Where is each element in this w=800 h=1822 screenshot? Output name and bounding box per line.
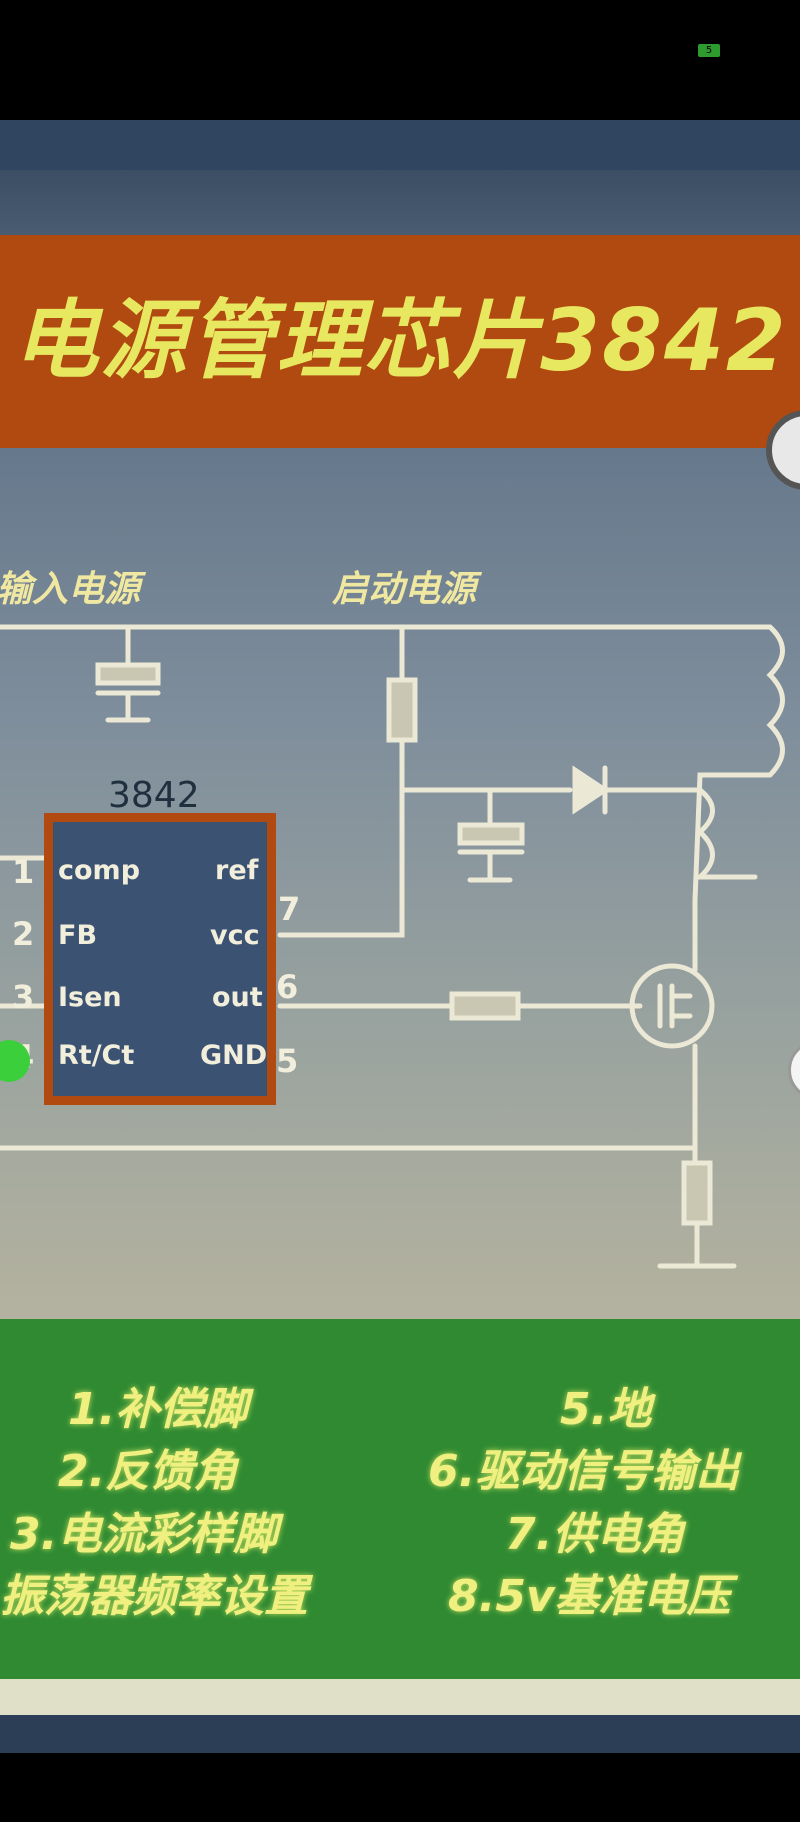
video-bottom-band bbox=[0, 1715, 800, 1753]
pin-label-fb: FB bbox=[58, 920, 98, 951]
navigation-bar bbox=[0, 1753, 800, 1822]
pin-number-7: 7 bbox=[278, 890, 301, 928]
title-banner bbox=[0, 235, 800, 448]
pin-label-rtct: Rt/Ct bbox=[58, 1040, 135, 1071]
input-cap-ground bbox=[95, 690, 161, 723]
aux-cap-ground bbox=[457, 849, 525, 883]
input-power-label: 输入电源 bbox=[0, 569, 141, 610]
legend-right-1: 5.地 bbox=[560, 1384, 652, 1435]
pin-number-3: 3 bbox=[12, 978, 35, 1016]
transformer-primary bbox=[766, 624, 785, 778]
video-frame[interactable]: 电源管理芯片3842 bbox=[0, 120, 800, 1753]
status-bar: 5 bbox=[0, 0, 800, 120]
aux-capacitor bbox=[457, 822, 525, 846]
chip-name: 3842 bbox=[108, 775, 200, 816]
pin-number-2: 2 bbox=[12, 915, 35, 953]
gate-resistor bbox=[449, 991, 521, 1021]
pin-number-6: 6 bbox=[276, 968, 299, 1006]
video-title: 电源管理芯片3842 bbox=[12, 291, 788, 391]
video-top-band bbox=[0, 120, 800, 170]
transformer-aux bbox=[693, 787, 758, 880]
pin-label-comp: comp bbox=[58, 855, 141, 886]
startup-wire bbox=[277, 624, 405, 938]
legend-left-2: 2.反馈角 bbox=[58, 1446, 238, 1497]
ground-wire bbox=[657, 1220, 737, 1269]
diode-icon bbox=[572, 765, 610, 815]
pin-number-5: 5 bbox=[276, 1042, 299, 1080]
sense-resistor bbox=[681, 1160, 713, 1226]
pin-label-vcc: vcc bbox=[210, 920, 260, 951]
drain-wire bbox=[692, 772, 773, 973]
chip-3842 bbox=[44, 813, 276, 1105]
legend-left-3: 3.电流彩样脚 bbox=[10, 1509, 278, 1560]
startup-resistor bbox=[386, 677, 418, 743]
legend-left-1: 1.补偿脚 bbox=[68, 1384, 248, 1435]
pin-label-isen: Isen bbox=[58, 982, 122, 1013]
mosfet-icon bbox=[629, 963, 715, 1049]
pin-label-ref: ref bbox=[215, 855, 259, 886]
video-bottom-strip bbox=[0, 1679, 800, 1715]
left-pin-wires bbox=[0, 855, 47, 1009]
legend-right-3: 7.供电角 bbox=[505, 1509, 685, 1560]
input-capacitor bbox=[95, 662, 161, 686]
legend-right-2: 6.驱动信号输出 bbox=[428, 1446, 740, 1497]
circuit-schematic bbox=[0, 624, 785, 1269]
startup-power-label: 启动电源 bbox=[332, 569, 477, 610]
legend-panel bbox=[0, 1319, 800, 1679]
pin-number-1: 1 bbox=[12, 853, 35, 891]
battery-icon: 5 bbox=[698, 44, 720, 57]
pin-label-out: out bbox=[212, 982, 263, 1013]
legend-left-4: 振荡器频率设置 bbox=[0, 1571, 308, 1622]
pin-label-gnd: GND bbox=[200, 1040, 268, 1071]
legend-right-4: 8.5v基准电压 bbox=[448, 1571, 731, 1622]
